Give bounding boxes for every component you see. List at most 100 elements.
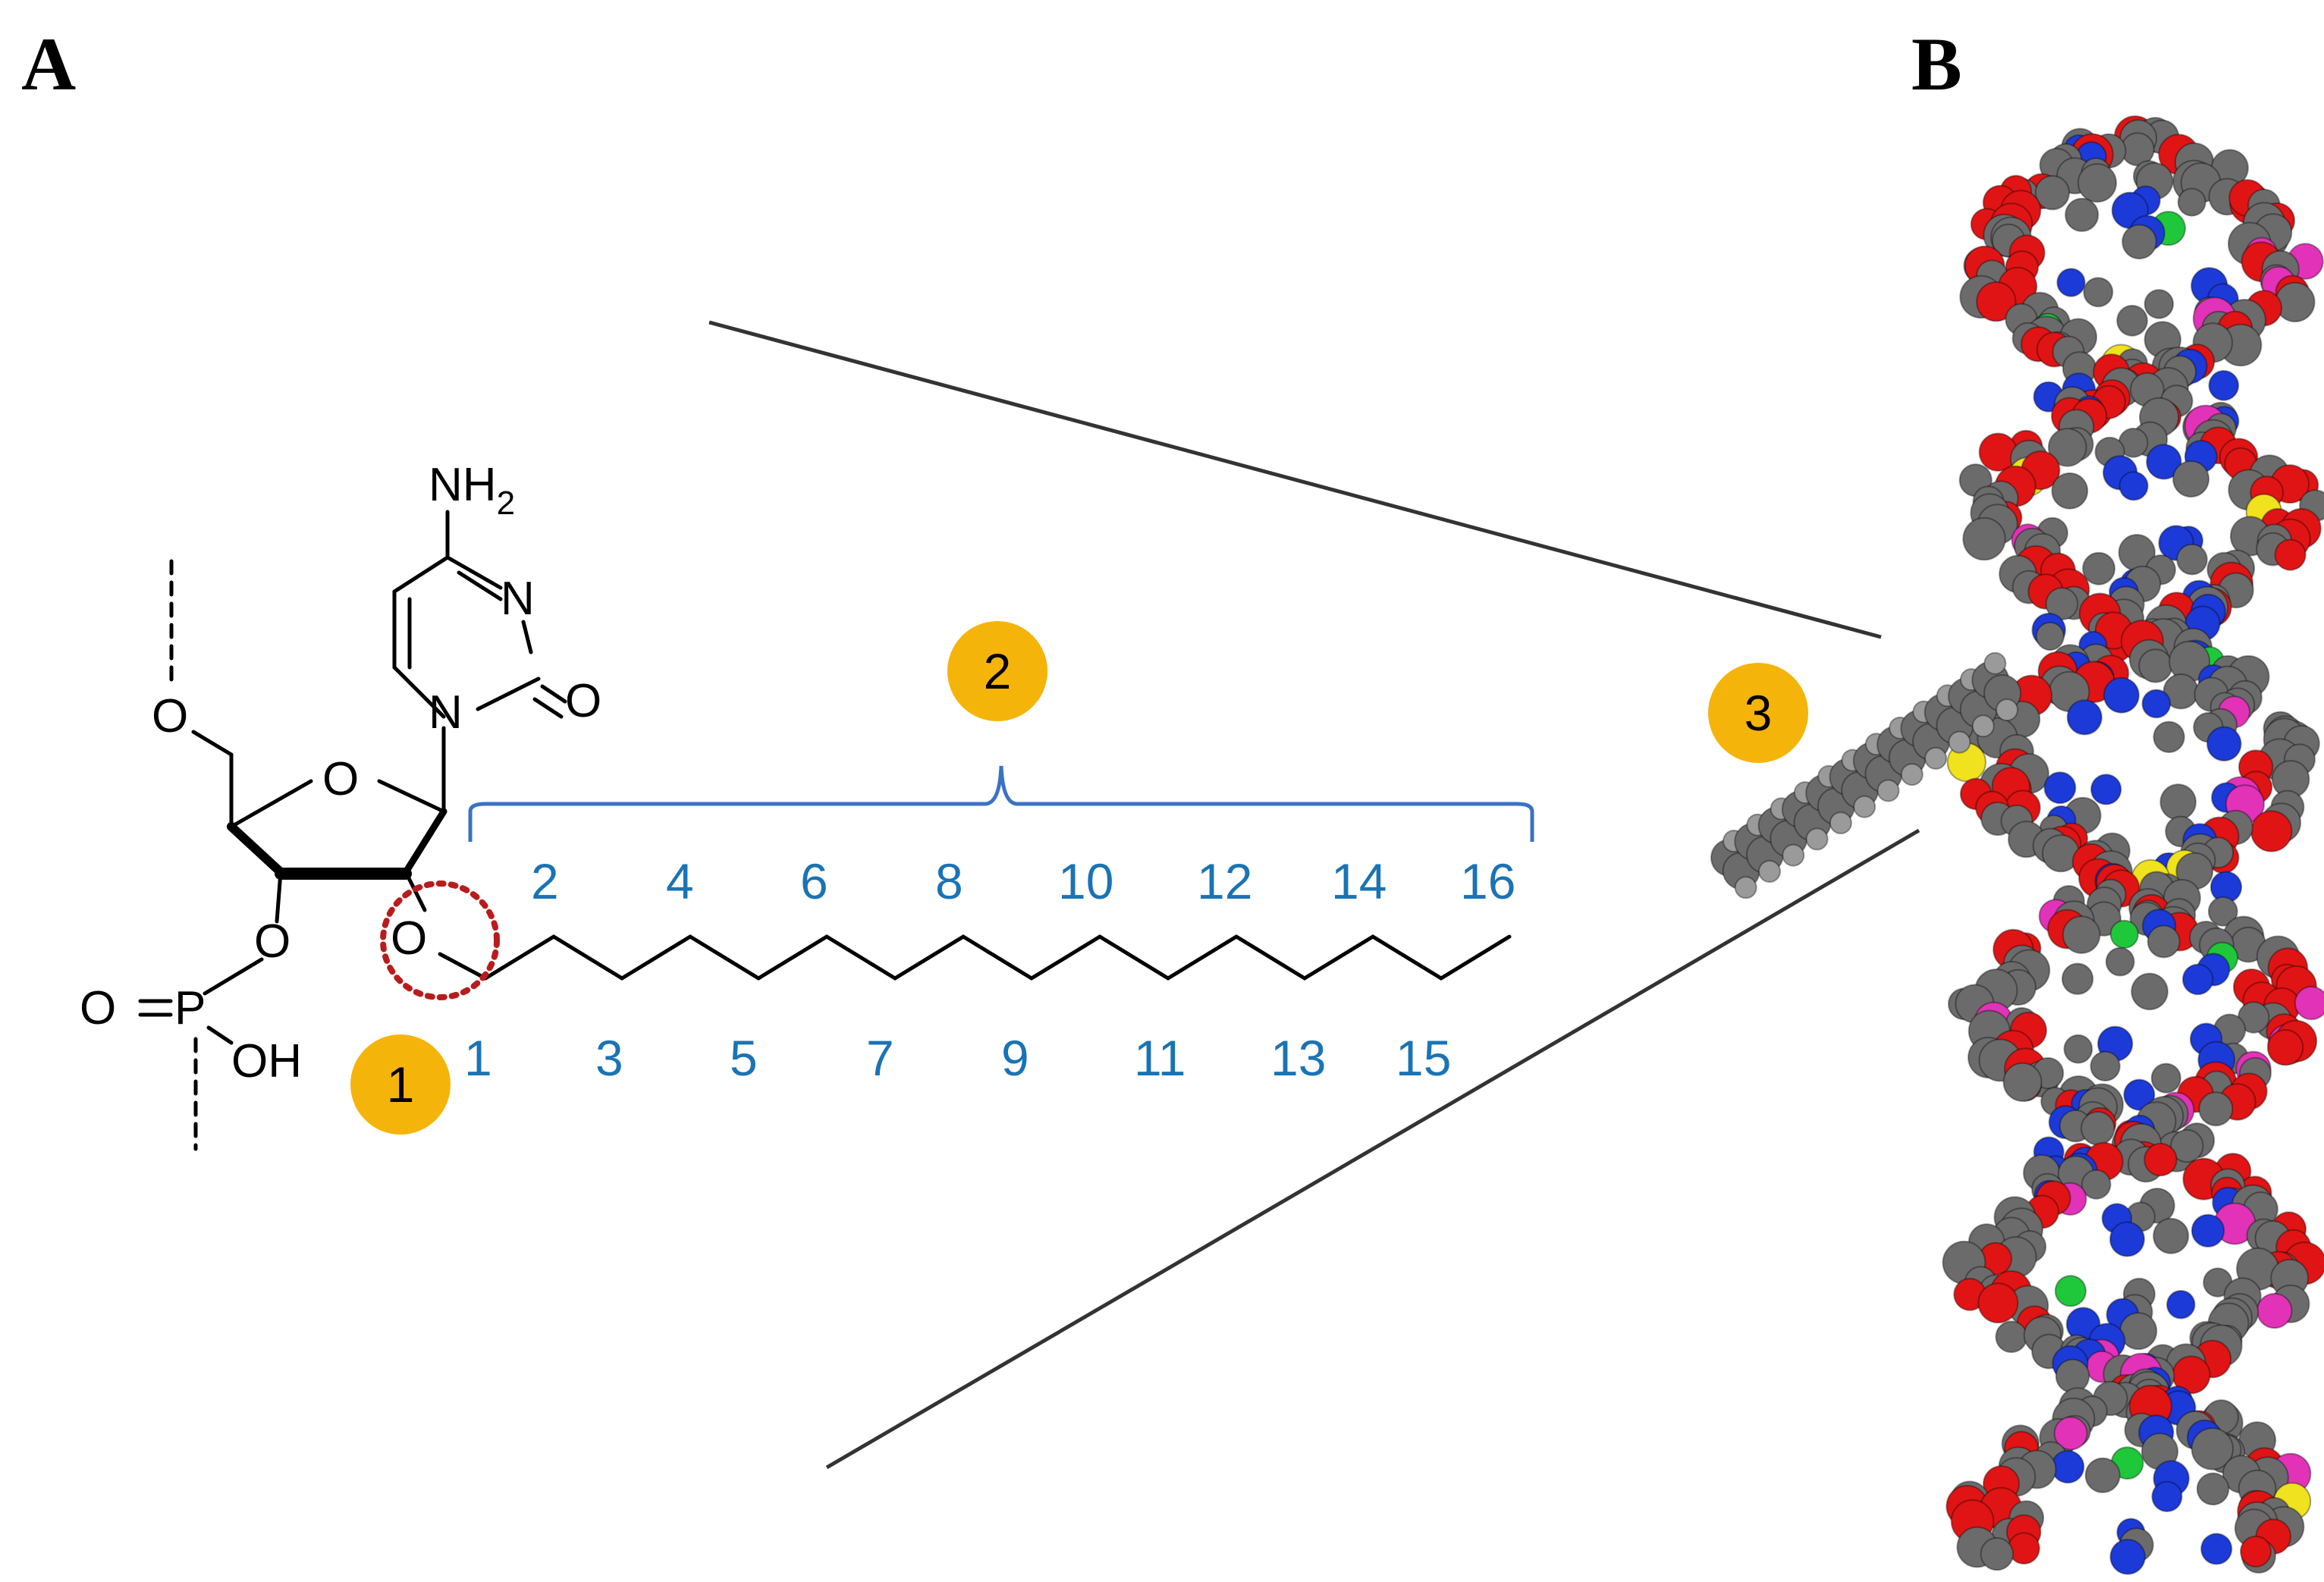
carbon-atom <box>2083 277 2114 308</box>
carbon-number: 14 <box>1331 853 1387 909</box>
carbon-atom <box>2170 1128 2204 1163</box>
amine-label: NH2 <box>429 459 515 522</box>
panel-label-a: A <box>21 22 76 106</box>
oxygen-atom <box>2274 538 2307 571</box>
callout-badge-1: 1 <box>350 1034 451 1135</box>
carbon-number: 15 <box>1396 1030 1451 1086</box>
highlight-circle <box>380 880 500 1000</box>
hydrogen-atom <box>1734 876 1757 899</box>
carbon-number: 3 <box>595 1030 623 1086</box>
carbonyl-oxygen: O <box>565 675 601 727</box>
ether-oxygen: O <box>391 912 427 965</box>
carbon-atom <box>2034 174 2071 211</box>
carbon-number: 8 <box>935 853 963 909</box>
nitrogen-atom <box>2090 774 2122 805</box>
oxygen-atom <box>2250 810 2293 852</box>
hydrogen-atom <box>1996 698 2018 721</box>
carbon-atom <box>2077 163 2118 203</box>
carbon-number: 10 <box>1058 853 1113 909</box>
carbon-atom <box>2153 1217 2190 1254</box>
carbon-atom <box>1995 1320 2028 1354</box>
nitrogen-atom <box>2103 676 2140 714</box>
callout-badge-3: 3 <box>1708 663 1808 763</box>
ribose-5-oxygen: O <box>152 690 188 742</box>
carbon-atom <box>2143 289 2175 319</box>
oxygen-atom <box>2008 1532 2040 1565</box>
panel-label-b: B <box>1911 22 1962 106</box>
oxygen-atom <box>2143 1142 2178 1177</box>
hydrogen-atom <box>1829 811 1852 835</box>
carbon-atom <box>2121 224 2157 260</box>
carbon-atom <box>2275 281 2316 323</box>
zoom-line-lower <box>825 828 1920 1470</box>
carbon-atom <box>2131 972 2169 1011</box>
nitrogen-atom <box>2151 1480 2183 1513</box>
hydrogen-atom <box>1782 843 1805 867</box>
hydrogen-atom <box>1876 779 1900 802</box>
carbon-atom <box>2045 587 2079 621</box>
svg-text:1: 1 <box>387 1056 415 1113</box>
carbon-number: 6 <box>800 853 828 909</box>
phosphorus-atom <box>2256 1292 2293 1329</box>
nitrogen-atom <box>2181 963 2214 996</box>
carbon-atom <box>2055 1358 2090 1394</box>
nitrogen-atom <box>2166 1289 2196 1320</box>
nitrogen-atom <box>2109 1539 2146 1575</box>
nitrogen-atom <box>2051 1449 2085 1484</box>
nitrogen-atom <box>2141 689 2172 719</box>
carbon-atom <box>2119 1312 2158 1351</box>
nitrogen-atom <box>2191 1213 2225 1248</box>
nitrogen-atom <box>2200 1533 2233 1565</box>
carbon-atom <box>2047 428 2087 467</box>
hydrogen-atom <box>1948 730 1971 754</box>
oxygen-atom <box>2240 1535 2272 1568</box>
hydrogen-atom <box>1758 860 1781 883</box>
ring-oxygen: O <box>322 753 359 805</box>
oxygen-atom <box>1976 281 2017 322</box>
carbon-atom <box>2172 460 2210 498</box>
carbon-atom <box>2176 543 2208 576</box>
hydroxyl-label: OH <box>231 1035 302 1088</box>
nitrogen-atom <box>2118 471 2149 501</box>
carbon-number: 16 <box>1460 853 1515 909</box>
nitrogen-atom <box>2123 1078 2156 1111</box>
nitrogen-atom <box>2066 699 2103 736</box>
carbon-number: 2 <box>531 853 559 909</box>
carbon-atom <box>2051 472 2089 510</box>
hydrogen-atom <box>1900 763 1924 786</box>
carbon-atom <box>2082 551 2116 585</box>
carbon-atom <box>2150 1063 2181 1094</box>
carbon-numbers-top: 2 4 6 8 10 12 14 16 <box>531 853 1515 909</box>
carbon-numbers-bottom: 1 3 5 7 9 11 13 15 <box>464 1030 1451 1086</box>
carbon-atom <box>2147 924 2181 959</box>
carbon-atom <box>2081 1169 2112 1200</box>
nitrogen-atom <box>2056 268 2086 297</box>
carbon-atom <box>2084 1457 2121 1493</box>
carbon-number: 5 <box>730 1030 758 1086</box>
nitrogen-atom <box>2208 369 2240 401</box>
dna-space-filling-model <box>1942 115 2324 1575</box>
carbon-atom <box>2090 1050 2121 1082</box>
carbon-atom <box>1980 1536 2015 1571</box>
phosphorus-atom <box>2294 986 2324 1021</box>
carbon-atom <box>2138 648 2173 683</box>
cytidine-structure <box>138 510 1512 1151</box>
callout-badge-2: 2 <box>947 621 1047 721</box>
hydrogen-atom <box>1971 714 1995 738</box>
carbon-atom <box>1962 516 2006 561</box>
carbon-atom <box>2196 1472 2230 1506</box>
zoom-line-upper <box>708 320 1882 639</box>
phosphate-double-oxygen: O <box>80 982 116 1034</box>
carbon-atom <box>2177 187 2206 217</box>
carbon-atom <box>2062 915 2101 954</box>
carbon-number: 12 <box>1197 853 1252 909</box>
carbon-atom <box>2198 1091 2234 1127</box>
carbon-atom <box>2191 1427 2234 1471</box>
carbon-number: 4 <box>666 853 694 909</box>
phosphorus-atom <box>2053 1416 2088 1451</box>
carbon-atom <box>2159 783 2197 821</box>
carbon-number: 11 <box>1134 1030 1186 1086</box>
hydrogen-atom <box>1924 746 1948 770</box>
oxygen-atom <box>2266 1029 2304 1066</box>
